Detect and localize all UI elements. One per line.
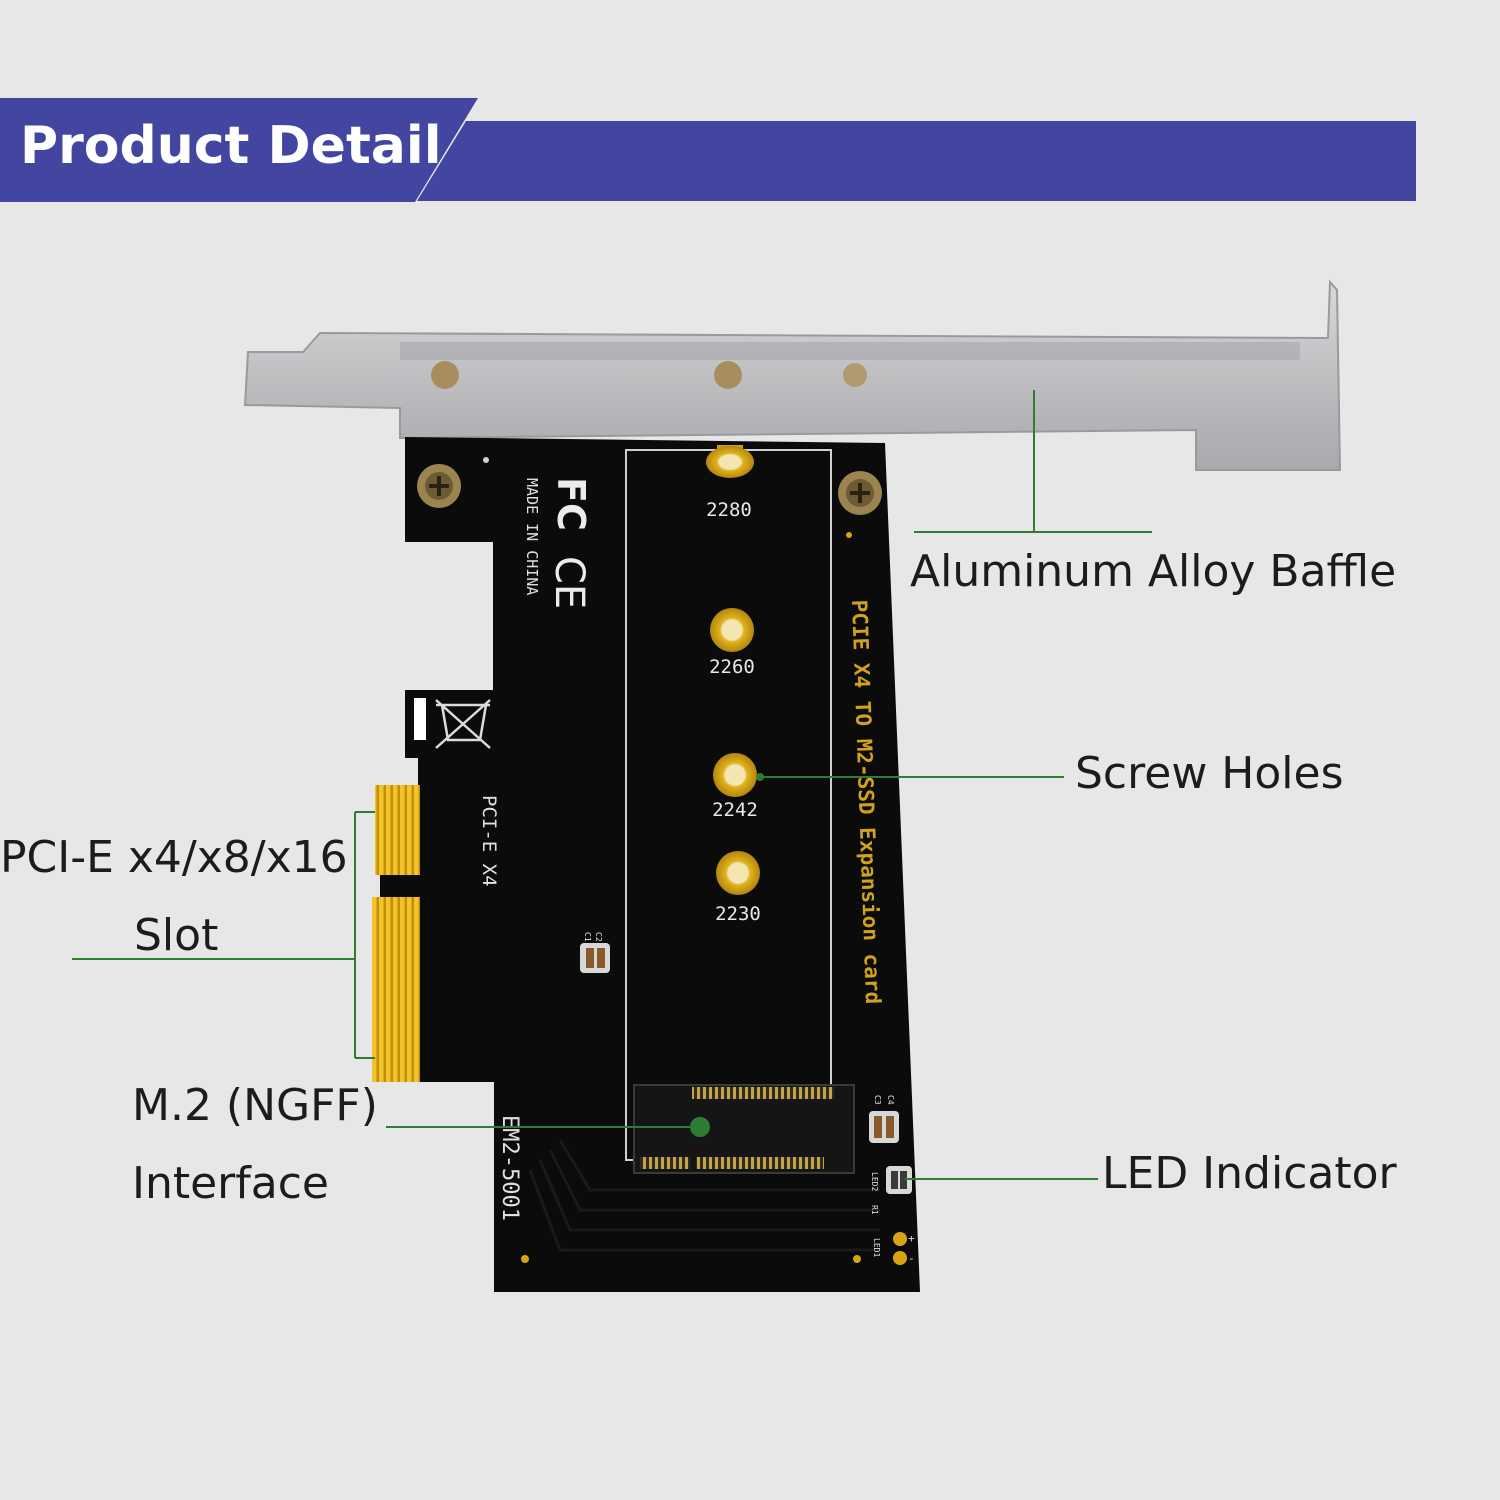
model-print: EM2-5001: [497, 1115, 522, 1221]
fc-mark: FC: [549, 477, 593, 531]
bracket-screw-left: [417, 464, 461, 508]
callout-m2-interface-line1: M.2 (NGFF): [132, 1080, 378, 1131]
m2-connector: [633, 1084, 855, 1174]
standoff-2280: [706, 445, 754, 478]
hole-label-2260: 2260: [709, 656, 755, 678]
leader-lines: [72, 390, 1152, 1180]
bracket-screw-right: [838, 471, 882, 515]
hole-label-2230: 2230: [715, 903, 761, 925]
cap-label-c1: C1: [583, 932, 592, 942]
led-indicators: LED2 R1 LED1 + -: [870, 1166, 915, 1265]
callout-led-indicator: LED Indicator: [1102, 1148, 1397, 1199]
callout-pcie-slot-line2: Slot: [134, 910, 219, 961]
made-in-china-print: MADE IN CHINA: [523, 478, 541, 595]
callout-m2-interface-line2: Interface: [132, 1158, 329, 1209]
cap-label-c4: C4: [886, 1095, 895, 1105]
capacitors-c1-c2: C1 C2: [580, 932, 610, 973]
hole-label-2242: 2242: [712, 799, 758, 821]
ce-mark: CE: [546, 556, 592, 609]
page-title: Product Detail: [20, 116, 442, 176]
screw-hole-2242: [713, 753, 757, 797]
capacitors-c3-c4: C3 C4: [869, 1095, 899, 1143]
cap-label-c3: C3: [873, 1095, 882, 1105]
weee-symbol-icon: [414, 698, 491, 749]
led-label-r1: R1: [870, 1205, 879, 1215]
callout-aluminum-alloy-baffle: Aluminum Alloy Baffle: [910, 546, 1397, 597]
led-label-plus: +: [908, 1232, 915, 1245]
callout-screw-holes: Screw Holes: [1075, 748, 1344, 799]
banner-background: [0, 98, 1416, 202]
screw-hole-2260: [710, 608, 754, 652]
callout-pcie-slot-line1: PCI-E x4/x8/x16: [0, 832, 348, 883]
screw-hole-2230: [716, 851, 760, 895]
aluminum-bracket: [243, 279, 1342, 471]
pcie-gold-fingers: [372, 785, 420, 1082]
bus-print: PCI-E X4: [478, 795, 500, 887]
led-label-minus: -: [908, 1252, 915, 1265]
cap-label-c2: C2: [594, 932, 603, 942]
led-label-led2: LED2: [870, 1172, 879, 1191]
hole-label-2280: 2280: [706, 499, 752, 521]
led-label-led1: LED1: [872, 1238, 881, 1257]
